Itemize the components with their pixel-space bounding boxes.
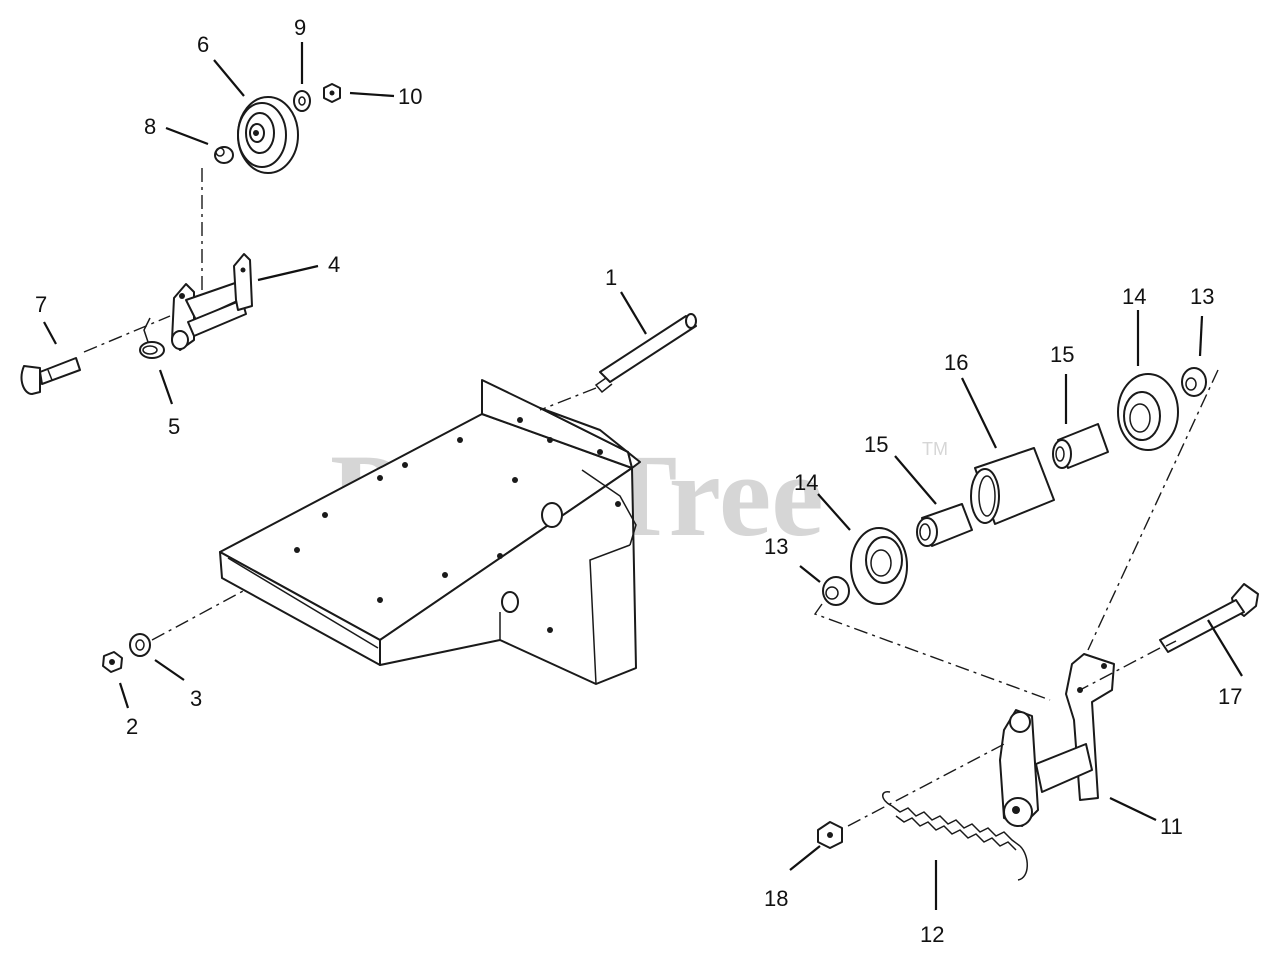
callout-10: 10 [398,84,422,109]
callout-5: 5 [168,414,180,439]
dash-line-bolt-17 [1079,647,1161,691]
part-14-flange-bearing-right [1117,373,1179,451]
part-13-spacer-left [822,576,850,606]
leader-lines [43,42,1243,910]
callout-16: 16 [944,350,968,375]
callout-1: 1 [605,265,617,290]
callout-15-left: 15 [864,432,888,457]
callout-13-left: 13 [764,534,788,559]
callout-8: 8 [144,114,156,139]
part-15-bushing-left [916,503,973,547]
callout-14-left: 14 [794,470,818,495]
callout-18: 18 [764,886,788,911]
part-1-pivot-pin [539,313,697,411]
part-15-bushing-right [1052,423,1109,469]
part-2-nut [102,651,123,673]
callout-14-right: 14 [1122,284,1146,309]
callout-3: 3 [190,686,202,711]
callouts: 1 2 3 4 5 6 7 8 9 10 11 12 13 13 14 14 1… [35,15,1242,947]
callout-2: 2 [126,714,138,739]
part-5-spring-clip [139,317,165,359]
callout-6: 6 [197,32,209,57]
watermark-trademark: TM [922,439,948,459]
dash-line-roller-left [813,603,1051,701]
callout-4: 4 [328,252,340,277]
callout-12: 12 [920,922,944,947]
part-18-nut [817,821,843,849]
part-8-bushing [214,146,234,164]
callout-13-right: 13 [1190,284,1214,309]
callout-9: 9 [294,15,306,40]
callout-17: 17 [1218,684,1242,709]
part-11-tension-arm [999,653,1115,827]
dash-line-bolt [83,315,171,353]
part-17-hex-bolt [1159,583,1259,653]
part-13-spacer-right [1181,367,1207,397]
dash-line-spring [847,741,1009,827]
part-14-flange-bearing-left [850,527,908,605]
mounting-bracket [219,379,641,685]
dash-line-3 [151,589,246,641]
callout-15-right: 15 [1050,342,1074,367]
part-6-idler-pulley [237,96,299,174]
part-7-carriage-bolt [20,357,81,395]
callout-11: 11 [1160,814,1183,839]
part-3-washer [129,633,151,657]
dash-line-roller-right [1087,369,1219,651]
part-10-nut [323,83,341,103]
callout-7: 7 [35,292,47,317]
part-16-roller-tube [970,447,1055,525]
part-9-washer [293,90,311,112]
part-4-idler-arm [171,253,253,351]
